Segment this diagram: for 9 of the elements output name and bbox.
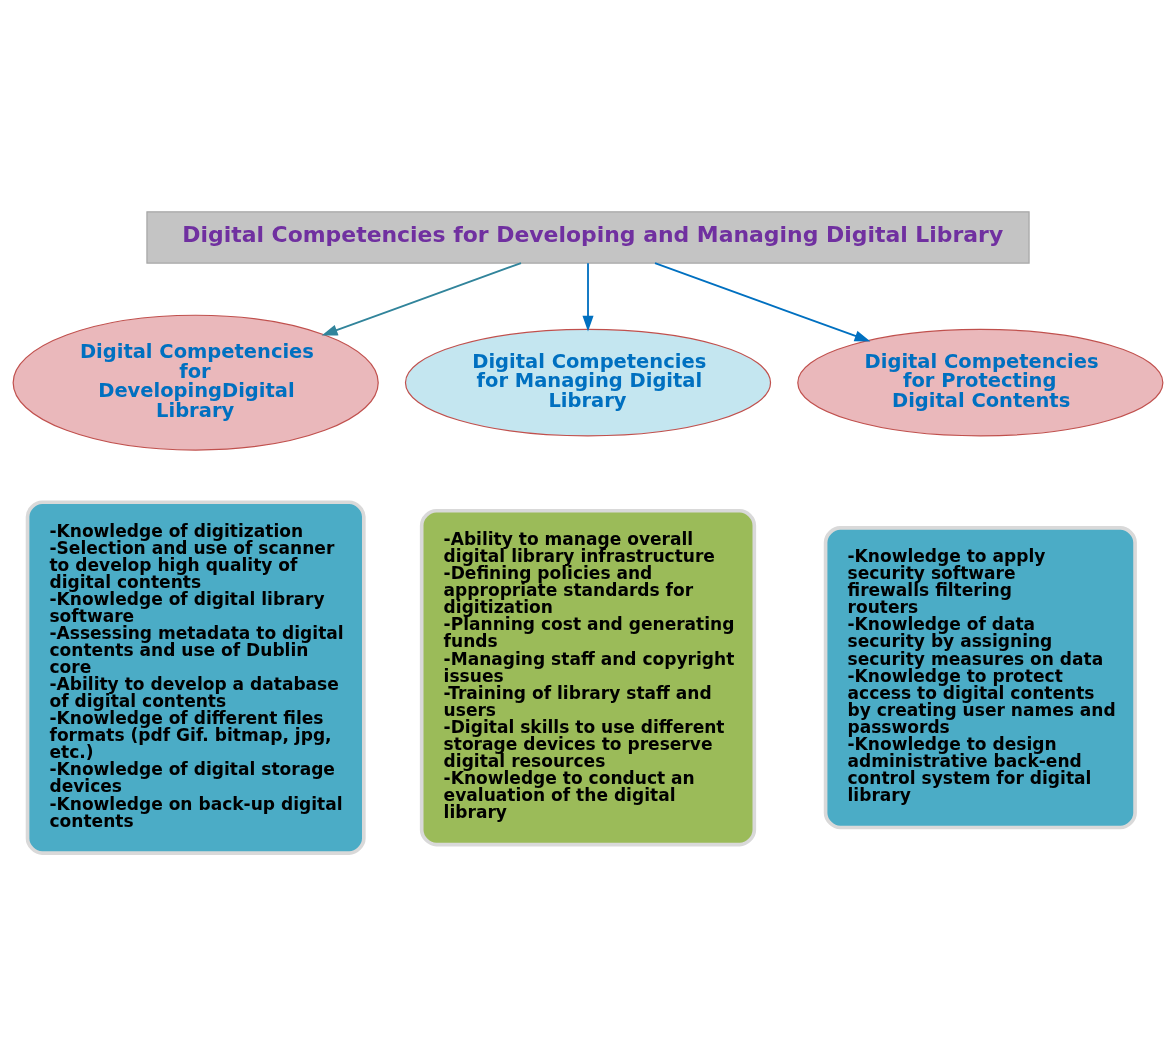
arrow [321,261,522,336]
arrow [654,261,871,341]
node-box: Digital Competencies for Developing and Managing Digital Library [146,210,1030,264]
node-box: -Ability to manage overall digital library infrastructure -Defining policies and appropriate standards for digitization -Planning cost and generating funds -Managing staff and copyright issues -Training of library staff and users -Digital skills to use different storage devices to preserve digital resources -Knowledge to conduct an evaluation of the digital library [419,508,757,846]
node-box: -Knowledge of digitization -Selection and use of scanner to develop high quality of digital contents -Knowledge of digital library software -Assessing metadata to digital contents and use of Dublin core -Ability to develop a database of digital contents -Knowledge of different files formats (pdf Gif. bitmap, jpg, etc.) -Knowledge of digital storage devices -Knowledge on back-up digital contents [25,499,366,855]
arrow [582,261,594,332]
node-ellipse: Digital Competencies for DevelopingDigital Library [12,314,379,451]
node-box: -Knowledge to apply security software firewalls filtering routers -Knowledge of data security by assigning security measures on data -Knowledge to protect access to digital contents by creating user names and passwords -Knowledge to design administrative back-end control system for digital library [823,525,1137,829]
node-ellipse: Digital Competencies for Managing Digital Library [404,328,772,436]
